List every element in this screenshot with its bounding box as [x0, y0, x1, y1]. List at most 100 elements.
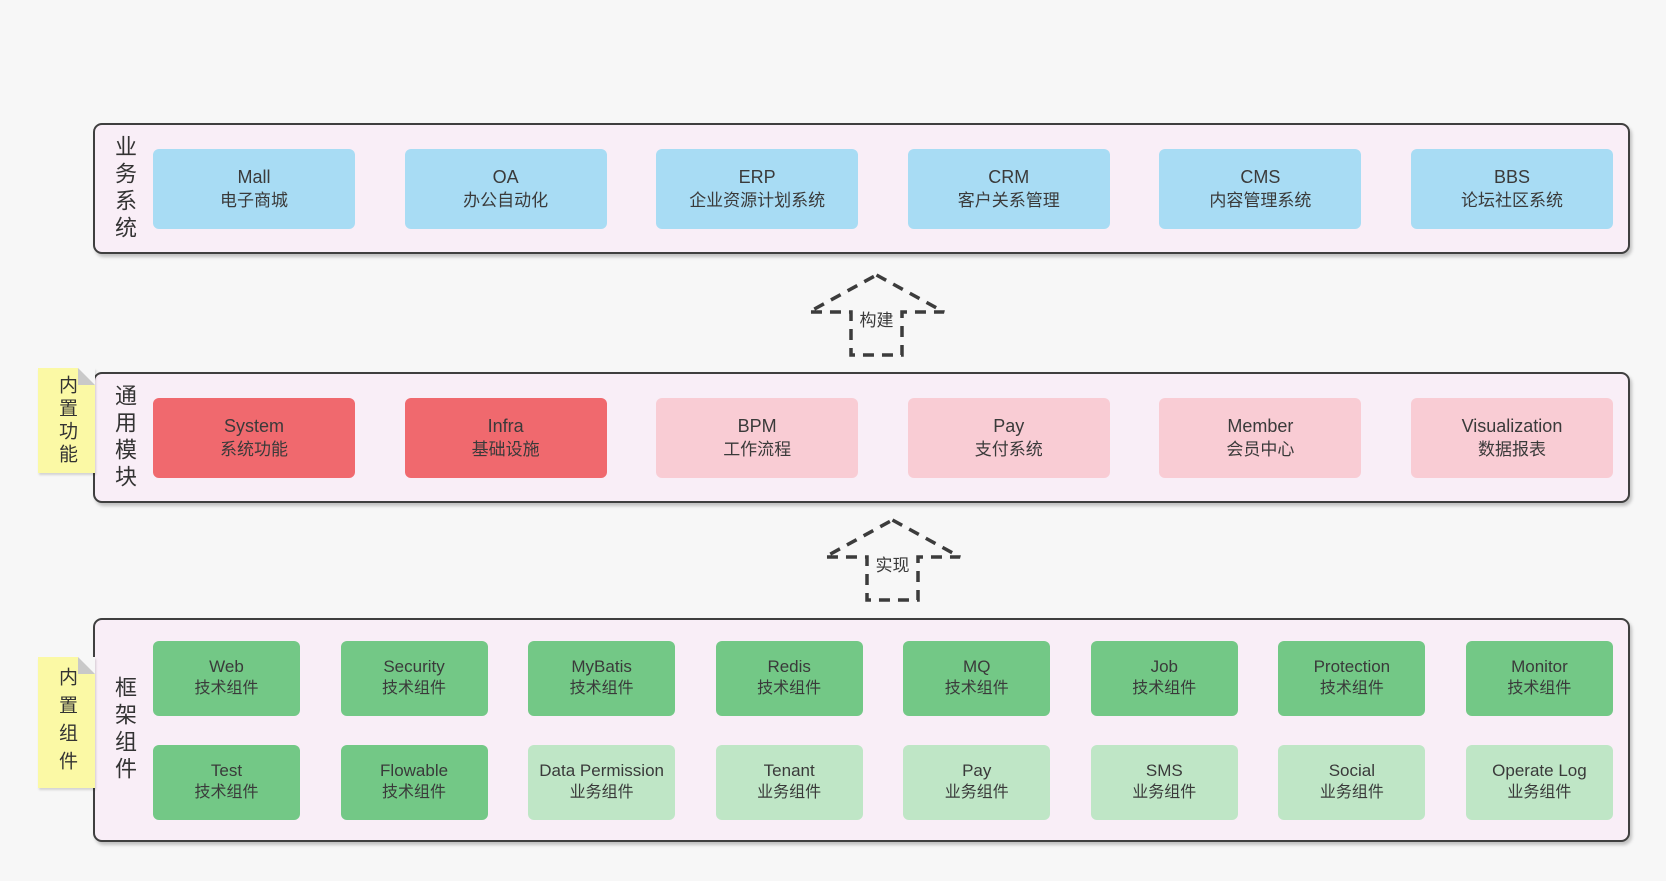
box-name: System: [223, 415, 284, 436]
box-desc: 业务组件: [1319, 784, 1384, 801]
box-oa: OA 办公自动化: [404, 148, 607, 229]
box-name: ERP: [738, 166, 776, 187]
note-built-in-features: 内置功能: [38, 368, 95, 473]
box-name: OA: [492, 166, 519, 187]
box-operate-log: Operate Log 业务组件: [1465, 744, 1613, 820]
box-bpm: BPM 工作流程: [656, 397, 859, 478]
components-row-2: Test 技术组件 Flowable 技术组件 Data Permission …: [153, 744, 1613, 820]
layer-components-label-text: 框架组件: [112, 676, 137, 784]
box-member: Member 会员中心: [1159, 397, 1362, 478]
box-flowable: Flowable 技术组件: [340, 744, 488, 820]
box-web: Web 技术组件: [153, 640, 300, 716]
box-name: Flowable: [380, 761, 449, 780]
components-row-1: Web 技术组件 Security 技术组件 MyBatis 技术组件 Redi…: [153, 640, 1613, 716]
box-desc: 技术组件: [1132, 680, 1197, 697]
box-desc: 会员中心: [1226, 439, 1295, 459]
box-desc: 技术组件: [194, 784, 259, 801]
box-erp: ERP 企业资源计划系统: [656, 148, 859, 229]
layer-modules-label: 通用模块: [95, 374, 153, 501]
box-test: Test 技术组件: [153, 744, 300, 820]
box-name: Monitor: [1511, 657, 1568, 676]
box-name: Pay: [993, 415, 1025, 436]
box-name: MQ: [963, 657, 991, 676]
box-name: Social: [1328, 761, 1376, 780]
box-desc: 业务组件: [757, 784, 822, 801]
box-cms: CMS 内容管理系统: [1159, 148, 1362, 229]
box-desc: 业务组件: [569, 784, 634, 801]
box-name: Mall: [237, 166, 271, 187]
box-name: Web: [209, 657, 244, 676]
box-name: Data Permission: [539, 761, 664, 780]
box-name: Infra: [487, 415, 524, 436]
box-desc: 电子商城: [220, 190, 288, 210]
up-arrow-icon: [824, 518, 961, 602]
box-desc: 工作流程: [723, 439, 792, 459]
layer-framework-components: 框架组件 Web 技术组件 Security 技术组件 MyBatis 技术组件…: [93, 618, 1630, 842]
box-name: CRM: [988, 166, 1030, 187]
box-name: SMS: [1145, 761, 1183, 780]
box-desc: 支付系统: [974, 439, 1043, 459]
components-boxes-grid: Web 技术组件 Security 技术组件 MyBatis 技术组件 Redi…: [153, 620, 1628, 840]
box-desc: 数据报表: [1477, 439, 1546, 459]
box-desc: 基础设施: [471, 439, 540, 459]
modules-boxes-row: System 系统功能 Infra 基础设施 BPM 工作流程 Pay 支付系统…: [153, 374, 1628, 501]
box-desc: 技术组件: [1319, 680, 1384, 697]
box-desc: 业务组件: [1132, 784, 1197, 801]
box-desc: 技术组件: [382, 680, 447, 697]
box-social: Social 业务组件: [1278, 744, 1426, 820]
box-mq: MQ 技术组件: [903, 640, 1051, 716]
box-name: BPM: [737, 415, 777, 436]
note-text: 内置组件: [56, 666, 77, 779]
box-sms: SMS 业务组件: [1090, 744, 1238, 820]
business-boxes-row: Mall 电子商城 OA 办公自动化 ERP 企业资源计划系统 CRM 客户关系…: [153, 125, 1628, 252]
box-bbs: BBS 论坛社区系统: [1410, 148, 1613, 229]
box-desc: 论坛社区系统: [1460, 190, 1563, 210]
box-name: MyBatis: [571, 657, 632, 676]
box-name: Visualization: [1461, 415, 1563, 436]
box-monitor: Monitor 技术组件: [1465, 640, 1613, 716]
layer-business-label: 业务系统: [95, 125, 153, 252]
box-name: Operate Log: [1492, 761, 1587, 780]
box-crm: CRM 客户关系管理: [907, 148, 1110, 229]
box-name: Test: [210, 761, 243, 780]
box-mybatis: MyBatis 技术组件: [528, 640, 676, 716]
layer-business-label-text: 业务系统: [112, 134, 137, 243]
box-desc: 系统功能: [220, 439, 288, 459]
layer-common-modules: 通用模块 System 系统功能 Infra 基础设施 BPM 工作流程 Pay…: [93, 372, 1630, 503]
note-text: 内置功能: [56, 374, 77, 467]
box-security: Security 技术组件: [340, 640, 488, 716]
box-name: CMS: [1240, 166, 1281, 187]
box-desc: 技术组件: [382, 784, 447, 801]
box-name: Protection: [1313, 657, 1391, 676]
box-pay: Pay 支付系统: [907, 397, 1110, 478]
box-desc: 办公自动化: [463, 190, 549, 210]
box-desc: 企业资源计划系统: [689, 190, 826, 210]
layer-modules-label-text: 通用模块: [112, 383, 137, 492]
box-mall: Mall 电子商城: [153, 148, 355, 229]
box-desc: 技术组件: [757, 680, 822, 697]
box-visualization: Visualization 数据报表: [1410, 397, 1613, 478]
arrow-build-label: 构建: [856, 305, 897, 332]
box-name: BBS: [1493, 166, 1530, 187]
layer-components-label: 框架组件: [95, 620, 153, 840]
box-name: Tenant: [763, 761, 815, 780]
box-tenant: Tenant 业务组件: [715, 744, 863, 820]
box-pay-component: Pay 业务组件: [903, 744, 1051, 820]
box-desc: 业务组件: [1507, 784, 1572, 801]
box-name: Redis: [767, 657, 811, 676]
box-desc: 技术组件: [194, 680, 259, 697]
note-built-in-components: 内置组件: [38, 657, 95, 788]
box-desc: 业务组件: [944, 784, 1009, 801]
box-job: Job 技术组件: [1090, 640, 1238, 716]
box-name: Security: [383, 657, 445, 676]
box-desc: 技术组件: [1507, 680, 1572, 697]
box-name: Job: [1150, 657, 1179, 676]
box-protection: Protection 技术组件: [1278, 640, 1426, 716]
box-data-permission: Data Permission 业务组件: [528, 744, 676, 820]
arrow-build: 构建: [806, 272, 947, 358]
box-desc: 技术组件: [569, 680, 634, 697]
up-arrow-icon: [808, 273, 945, 357]
box-name: Member: [1227, 415, 1294, 436]
arrow-implement-label: 实现: [872, 550, 913, 577]
box-infra: Infra 基础设施: [404, 397, 607, 478]
